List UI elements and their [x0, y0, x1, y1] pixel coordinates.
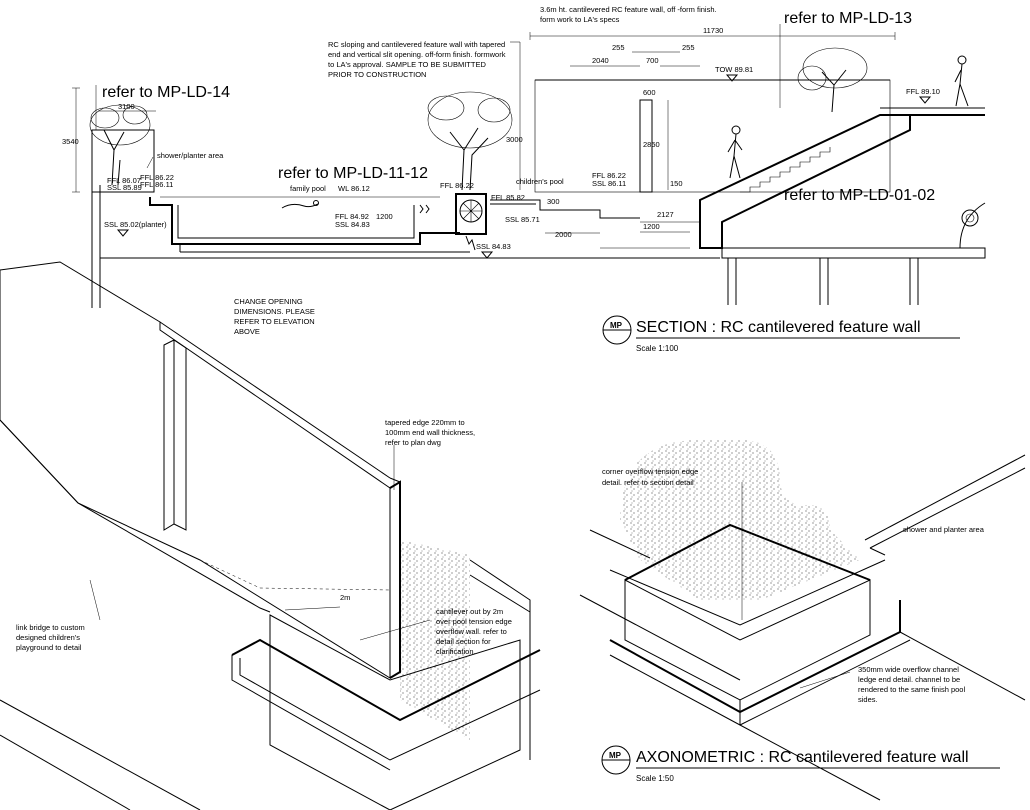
tree-right [797, 47, 868, 113]
person-terrace [954, 55, 969, 107]
area-family-pool: family pool [290, 184, 326, 193]
section-title: SECTION : RC cantilevered feature wall [636, 319, 921, 336]
level-ssl8571: SSL 85.71 [505, 215, 540, 224]
car-figure [959, 202, 986, 249]
person-stair [727, 125, 743, 179]
childrens-pool [490, 199, 640, 219]
level-ssl8502: SSL 85.02(planter) [104, 220, 167, 229]
axo-badge: MP [609, 751, 622, 760]
level-ffl8607: FFL 86.07 [107, 176, 141, 185]
family-pool [149, 197, 460, 245]
note-link-bridge: link bridge to custom designed children'… [16, 623, 87, 652]
axo-right [579, 440, 1026, 801]
ref-ld13[interactable]: refer to MP-LD-13 [784, 10, 912, 27]
dim-150: 150 [670, 179, 683, 188]
ref-ld1112[interactable]: refer to MP-LD-11-12 [278, 165, 428, 182]
tree-center [427, 91, 513, 191]
overflow-channel [231, 638, 541, 722]
level-ffl8622a: FFL 86.22 [140, 173, 174, 182]
section-badge: MP [610, 321, 623, 330]
level-ffl8622b: FFL 86.22 [440, 181, 474, 190]
balance-tank [455, 193, 487, 235]
note-change-opening: CHANGE OPENING DIMENSIONS. PLEASE REFER … [234, 297, 317, 336]
level-ffl8910: FFL 89.10 [906, 87, 940, 96]
level-wl8612: WL 86.12 [338, 184, 370, 193]
note-rc-sloping: RC sloping and cantilevered feature wall… [328, 40, 508, 79]
concrete-panel [0, 261, 391, 679]
dim-1200b: 1200 [376, 212, 393, 221]
dim-2040: 2040 [592, 56, 609, 65]
level-ffl8492: FFL 84.92 [335, 212, 369, 221]
section-scale: Scale 1:100 [636, 344, 679, 353]
overflow-wall [269, 614, 521, 810]
level-ffl8622c: FFL 86.22 [592, 171, 626, 180]
dim-2127: 2127 [657, 210, 674, 219]
section-title-block: MP SECTION : RC cantilevered feature wal… [602, 315, 960, 353]
tree-left [89, 104, 151, 186]
dim-11730: 11730 [703, 26, 723, 35]
dim-255b: 255 [682, 43, 695, 52]
ref-ld14[interactable]: refer to MP-LD-14 [102, 84, 230, 101]
axo-title: AXONOMETRIC : RC cantilevered feature wa… [636, 749, 969, 766]
vertical-slit [163, 339, 187, 531]
dim-2850: 2850 [643, 140, 660, 149]
ref-ld0102[interactable]: refer to MP-LD-01-02 [784, 187, 935, 204]
level-ssl8589: SSL 85.89 [107, 183, 142, 192]
corner-overflow [624, 579, 871, 701]
note-tapered-edge: tapered edge 220mm to 100mm end wall thi… [385, 418, 477, 447]
level-marker-ffl8910 [918, 96, 932, 104]
axo-title-block: MP AXONOMETRIC : RC cantilevered feature… [601, 745, 1000, 783]
axo-left [0, 261, 541, 810]
end-wall [389, 480, 401, 679]
area-shower-planter-axo: shower and planter area [903, 525, 985, 534]
dim-700: 700 [646, 56, 659, 65]
area-shower-planter: shower/planter area [157, 151, 224, 160]
axo-scale: Scale 1:50 [636, 774, 674, 783]
level-marker-tow [725, 74, 739, 82]
dim-3000: 3000 [506, 135, 523, 144]
dim-600: 600 [643, 88, 656, 97]
sloped-wall [699, 114, 911, 249]
level-ssl8483b: SSL 84.83 [476, 242, 511, 251]
level-ffl8582: FFL 85.82 [491, 193, 525, 202]
note-channel: 350mm wide overflow channel ledge end de… [858, 665, 967, 704]
channel-box [609, 600, 901, 714]
level-marker-ssl8502 [116, 229, 130, 237]
dim-255a: 255 [612, 43, 625, 52]
dim-3100: 3100 [118, 102, 135, 111]
dim-2000: 2000 [555, 230, 572, 239]
dim-2m: 2m [340, 593, 350, 602]
section-drawing [72, 24, 986, 308]
note-cantilever: cantilever out by 2m over pool tension e… [436, 607, 514, 656]
level-ffl8611a: FFL 86.11 [140, 180, 173, 189]
level-ssl8611: SSL 86.11 [592, 179, 626, 188]
level-tow8981: TOW 89.81 [715, 65, 753, 74]
note-feature-wall-top: 3.6m ht. cantilevered RC feature wall, o… [540, 5, 719, 24]
planter-block [91, 129, 155, 193]
sand-cloud [620, 440, 860, 600]
dim-1200a: 1200 [643, 222, 660, 231]
dim-3540: 3540 [62, 137, 79, 146]
swimmer-figure [281, 203, 319, 209]
area-childrens-pool: children's pool [516, 177, 564, 186]
note-corner-overflow: corner overflow tension edge detail. ref… [602, 467, 700, 487]
level-marker-ssl8483 [480, 251, 494, 259]
level-ssl8483a: SSL 84.83 [335, 220, 370, 229]
dim-300: 300 [547, 197, 560, 206]
